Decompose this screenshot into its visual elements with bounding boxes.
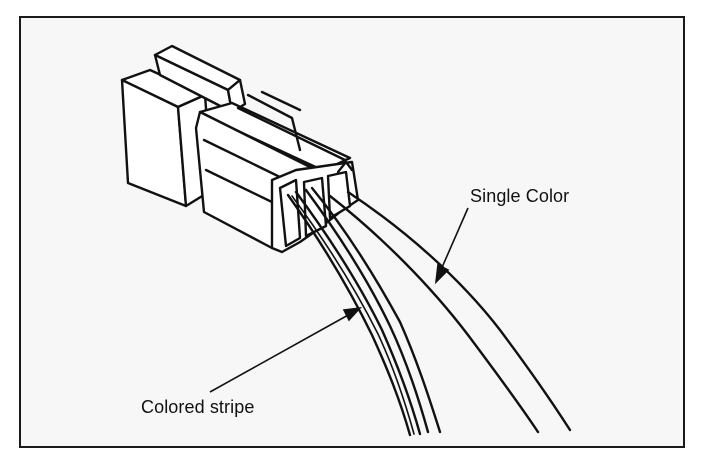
colored-stripe-label: Colored stripe	[141, 397, 255, 417]
colored-stripe-arrowhead	[342, 306, 363, 322]
wire-bundle	[286, 186, 572, 437]
connector-housing	[120, 44, 360, 254]
colored-stripe-leader	[209, 313, 351, 393]
single-color-leader	[439, 207, 469, 273]
single-color-label: Single Color	[470, 186, 570, 206]
leader-lines	[209, 207, 469, 393]
single-color-arrowhead	[434, 263, 450, 285]
